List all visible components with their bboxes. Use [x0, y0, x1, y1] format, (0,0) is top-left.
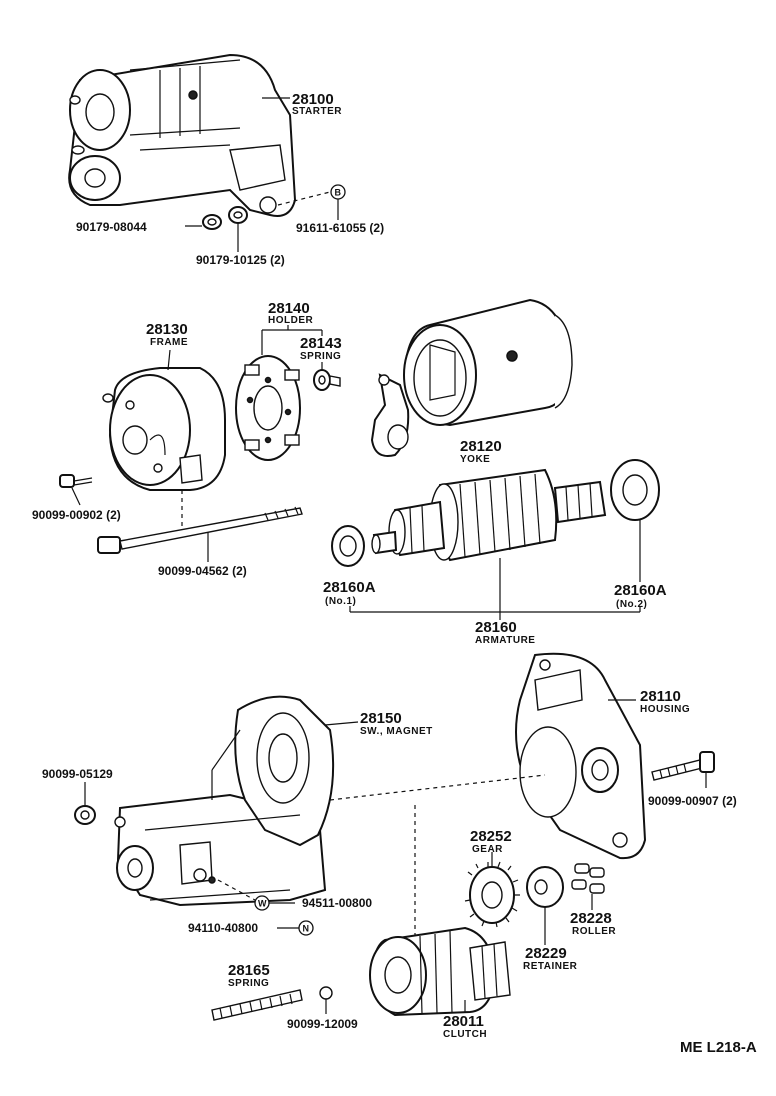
switch-magnet-part-number: 28150: [360, 710, 402, 727]
starter-part-name: STARTER: [292, 106, 342, 117]
tag-w-letter: W: [258, 899, 267, 909]
clutch-part-number: 28011: [443, 1013, 484, 1030]
washer-94511-00800-label: 94511-00800: [302, 896, 372, 910]
retainer-part-number: 28229: [525, 945, 567, 962]
yoke-part-name: YOKE: [460, 454, 490, 465]
roller-part-number: 28228: [570, 910, 612, 927]
ball-90099-12009-drawing: [319, 986, 333, 1000]
spring-28165-part-number: 28165: [228, 962, 270, 979]
housing-drawing: [515, 652, 647, 860]
frame-part-name: FRAME: [150, 337, 188, 348]
yoke-drawing: [370, 298, 573, 457]
bearing-no2-part-name: (No.2): [616, 599, 647, 610]
switch-magnet-part-name: SW., MAGNET: [360, 726, 433, 737]
spring-28165-drawing: [211, 989, 303, 1021]
gear-part-name: GEAR: [472, 844, 503, 855]
screw-90099-00902-drawing: [59, 474, 93, 488]
nut-90179-10125-label: 90179-10125 (2): [196, 253, 285, 267]
gear-drawing: [464, 861, 520, 928]
nut-90179-10125-drawing: [228, 206, 248, 224]
tag-b-letter: B: [335, 188, 342, 198]
nut-90179-08044-label: 90179-08044: [76, 220, 147, 234]
holder-part-number: 28140: [268, 300, 310, 317]
nut-90099-05129-label: 90099-05129: [42, 767, 113, 781]
clutch-drawing: [369, 926, 511, 1017]
brush-spring-part-name: SPRING: [300, 351, 341, 362]
tag-n-letter: N: [303, 924, 310, 934]
bolt-91611-61055-label: 91611-61055 (2): [296, 221, 384, 235]
spring-28165-part-name: SPRING: [228, 978, 269, 989]
retainer-part-name: RETAINER: [523, 961, 578, 972]
bolt-90099-00907-label: 90099-00907 (2): [648, 794, 737, 808]
holder-drawing: [235, 355, 301, 461]
bolt-90099-04562-label: 90099-04562 (2): [158, 564, 247, 578]
bearing-no1-part-name: (No.1): [325, 596, 356, 607]
housing-part-number: 28110: [640, 688, 681, 705]
bearing-no2-part-number: 28160A: [614, 582, 667, 599]
starter-assembly-drawing: [68, 53, 297, 217]
armature-drawing: [371, 468, 607, 562]
bearing-no2-drawing: [610, 459, 660, 521]
bearing-no1-drawing: [331, 525, 365, 567]
gear-part-number: 28252: [470, 828, 512, 845]
switch-magnet-drawing: [114, 695, 335, 907]
nut-94110-40800-label: 94110-40800: [188, 921, 258, 935]
armature-part-name: ARMATURE: [475, 635, 535, 646]
figure-code: ME L218-A: [680, 1039, 757, 1056]
holder-part-name: HOLDER: [268, 315, 314, 326]
clutch-part-name: CLUTCH: [443, 1029, 487, 1040]
starter-part-number: 28100: [292, 91, 334, 108]
ball-90099-12009-label: 90099-12009: [287, 1017, 358, 1031]
brush-spring-drawing: [313, 369, 341, 391]
brush-spring-part-number: 28143: [300, 335, 342, 352]
roller-drawing: [571, 863, 605, 894]
screw-90099-00902-label: 90099-00902 (2): [32, 508, 121, 522]
roller-part-name: ROLLER: [572, 926, 616, 937]
nut-90099-05129-drawing: [74, 805, 96, 825]
nut-90179-08044-drawing: [202, 214, 222, 230]
housing-part-name: HOUSING: [640, 704, 690, 715]
frame-part-number: 28130: [146, 321, 188, 338]
retainer-drawing: [526, 866, 564, 908]
yoke-part-number: 28120: [460, 438, 502, 455]
frame-drawing: [102, 367, 226, 491]
armature-part-number: 28160: [475, 619, 517, 636]
bolt-90099-00907-drawing: [651, 751, 715, 781]
bolt-90099-04562-drawing: [97, 506, 303, 554]
bearing-no1-part-number: 28160A: [323, 579, 376, 596]
